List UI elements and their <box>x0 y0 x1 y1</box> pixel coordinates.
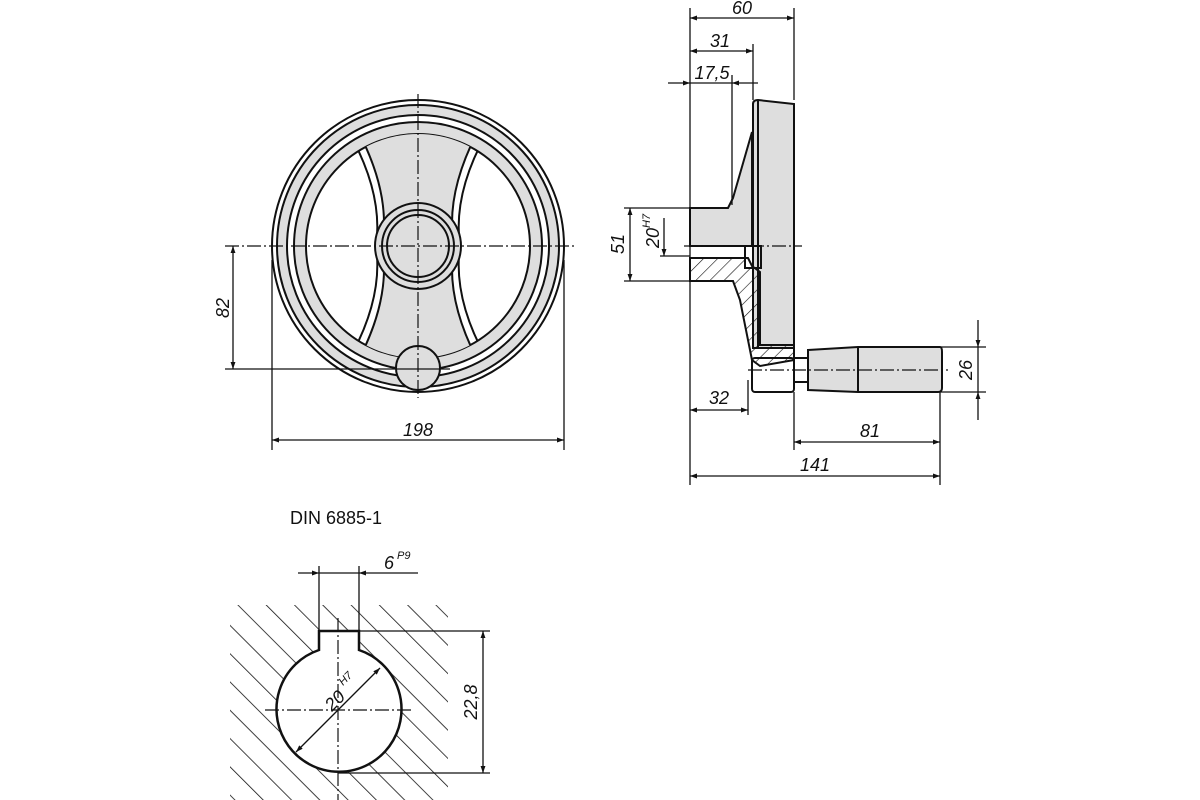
side-view: 60 31 17,5 51 20 H7 26 32 81 141 <box>608 0 986 485</box>
dim-label-bore-tolerance: H7 <box>641 213 653 228</box>
dim-label-bore: 20 <box>643 228 663 249</box>
dim-label-hub-length: 17,5 <box>694 63 730 83</box>
dim-label-key-width: 6 <box>384 553 395 573</box>
dim-label-handle-length: 81 <box>860 421 880 441</box>
dim-label-hub-diameter: 51 <box>608 234 628 254</box>
dim-label-key-width-tolerance: P9 <box>397 550 410 562</box>
front-view: 82 198 <box>213 94 574 450</box>
dim-label-diameter: 198 <box>403 420 433 440</box>
dim-label-handle-diameter: 26 <box>956 359 976 381</box>
dim-label-overall-depth: 60 <box>732 0 752 18</box>
dim-label-hub-to-rim: 31 <box>710 31 730 51</box>
dim-label-key-depth: 22,8 <box>461 684 481 720</box>
dim-label-height: 82 <box>213 298 233 318</box>
dim-line-bore-diameter <box>295 667 381 753</box>
dim-label-arm-offset: 32 <box>709 388 729 408</box>
hatched-hub-section <box>230 605 448 800</box>
dim-label-total-length: 141 <box>800 455 830 475</box>
detail-title: DIN 6885-1 <box>290 508 382 528</box>
keyway-detail: DIN 6885-1 20 H7 6 P9 22,8 <box>230 508 490 800</box>
hub-upper <box>689 131 753 247</box>
